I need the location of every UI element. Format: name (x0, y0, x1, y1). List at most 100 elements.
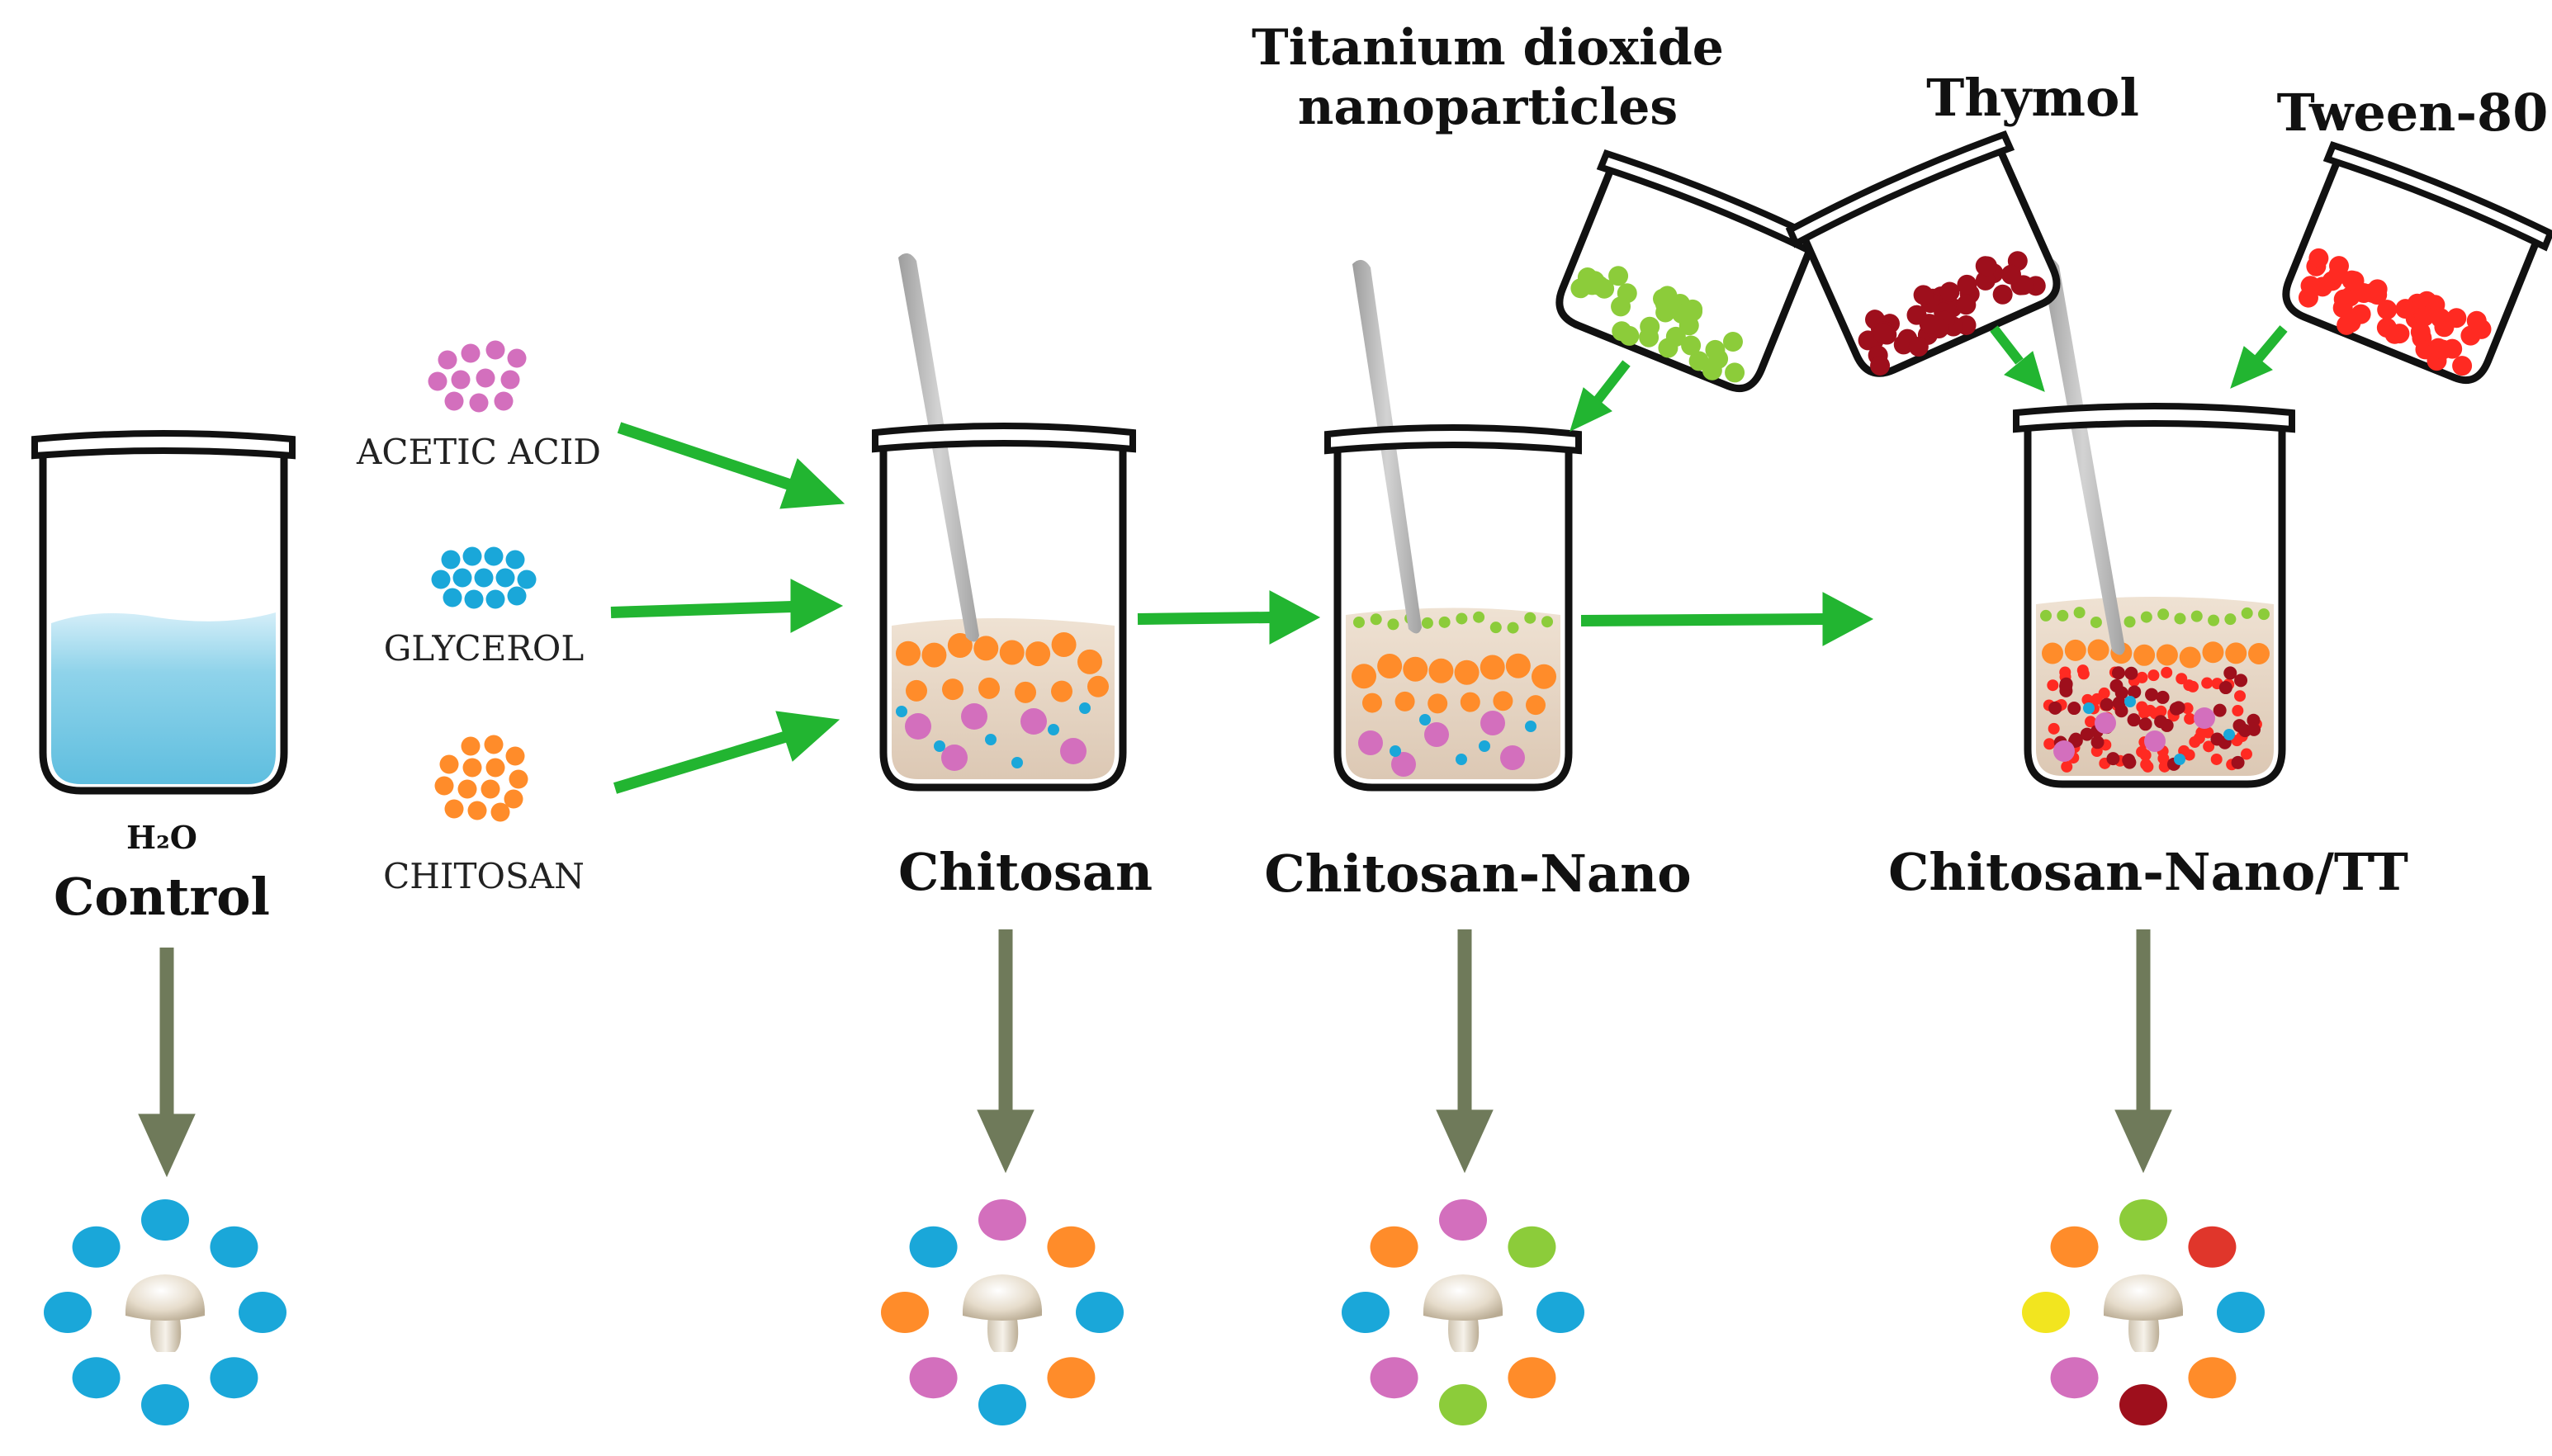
thymol-particle (1975, 270, 1996, 291)
titanium-dioxide-particle (2057, 609, 2069, 622)
chitosan-nano-tt-label: Chitosan-Nano/TT (1888, 842, 2408, 902)
glycerol-particle (1479, 740, 1490, 752)
titanium-dioxide-particle (1708, 348, 1729, 369)
chitosan-ring-dot (1370, 1226, 1418, 1268)
acetic-acid-ring-dot (1439, 1199, 1487, 1241)
chitosan-ring-dot (1508, 1357, 1556, 1399)
mushroom-cap (1423, 1274, 1503, 1321)
tween-label: Tween-80 (2277, 83, 2549, 143)
beaker-rim (31, 430, 296, 460)
mushroom-cap (962, 1274, 1043, 1321)
tween-particle (2377, 300, 2398, 320)
chitosan-particle (942, 678, 964, 701)
acetic-acid-ring-dot (909, 1357, 958, 1399)
chitosan-particle (978, 677, 1000, 699)
glycerol-particle (2124, 696, 2136, 707)
acetic-acid-particle (905, 713, 931, 740)
titanium-dioxide-pour-beaker (1555, 149, 1829, 393)
chitosan-particle (434, 776, 454, 796)
mushroom-icon (1423, 1274, 1503, 1352)
acetic-acid-ring-dot (1370, 1357, 1418, 1399)
arrow-acetic-to-chitosan (617, 422, 845, 509)
thymol-label: Thymol (1926, 68, 2139, 128)
glycerol-particle (485, 589, 505, 609)
glycerol-particle (934, 740, 945, 752)
titanium-dioxide-particle (2090, 616, 2102, 628)
beaker-icon (2024, 424, 2286, 788)
h2o-label: H₂O (126, 819, 197, 856)
chitosan-particle (481, 779, 500, 799)
glycerol-particle (464, 589, 484, 609)
tween-particle (2344, 271, 2365, 291)
chitosan-nano-tt-beaker (2013, 258, 2295, 788)
chitosan-particle (999, 640, 1025, 665)
acetic-acid-label: ACETIC ACID (356, 432, 601, 472)
chitosan-particle (439, 754, 459, 774)
green-arrows (610, 325, 2288, 794)
titanium-dioxide-particle (1456, 612, 1468, 625)
tween-particle (2210, 753, 2223, 765)
titanium-dioxide-particle (1421, 617, 1433, 629)
titanium-dioxide-particle (1640, 316, 1660, 337)
acetic-acid-particle (476, 368, 495, 388)
tween-pour-beaker (2282, 141, 2552, 385)
beaker-icon (1333, 446, 1573, 792)
chitosan-particle (485, 758, 505, 778)
thymol-particle (2156, 690, 2170, 704)
chitosan-particle (1394, 691, 1415, 711)
chitosan-particle (484, 735, 504, 754)
titanium-dioxide-particle (1489, 622, 1502, 634)
chitosan-ingredient-label: CHITOSAN (383, 856, 585, 896)
glycerol-particle (443, 588, 462, 607)
glycerol-particle (474, 568, 494, 588)
mushroom-icon (2103, 1274, 2184, 1352)
thymol-particle (1893, 334, 1914, 355)
beaker-icon (879, 444, 1127, 792)
glycerol-ring-dot (2217, 1292, 2265, 1333)
glycerol-ring-dot (978, 1384, 1026, 1425)
titanium-dioxide-particle (1584, 271, 1605, 291)
thymol-particle (2231, 755, 2245, 769)
chitosan-particle (921, 642, 947, 668)
tween-particle (2308, 248, 2329, 268)
chitosan-label: Chitosan (898, 842, 1153, 902)
glycerol-particle (2174, 754, 2185, 765)
chitosan-particle (509, 769, 528, 789)
tween-particle (2048, 722, 2060, 735)
water-liquid (51, 612, 276, 784)
titanium-dioxide-particle (1657, 286, 1678, 306)
tween-particle (2136, 701, 2148, 713)
chitosan-particle (1493, 691, 1513, 711)
acetic-acid-particle (485, 340, 505, 360)
chitosan-ring-dot (1047, 1226, 1096, 1268)
acetic-acid-particle (2144, 730, 2166, 752)
thymol-particle (2122, 753, 2136, 767)
tween-particle (2184, 712, 2196, 725)
chitosan-particle (1077, 649, 1102, 674)
glycerol-particle (2223, 729, 2235, 740)
red-ring-dot (2188, 1226, 2237, 1268)
glycerol-ring-dot (909, 1226, 958, 1268)
chitosan-particle (2156, 644, 2178, 666)
acetic-acid-particle (494, 391, 514, 411)
chitosan-ring-dot (1047, 1357, 1096, 1399)
mushroom-cap (125, 1274, 206, 1321)
titanium-dioxide-particle (2224, 613, 2237, 626)
titanium-dioxide-particle (2140, 611, 2152, 623)
thymol-particle (2223, 666, 2237, 680)
tween-particle (2351, 304, 2371, 324)
glycerol-ring-dot (210, 1226, 258, 1268)
glycerol-particle (484, 546, 504, 566)
chitosan-particle (2087, 639, 2109, 661)
mixture-liquid (892, 618, 1115, 779)
glycerol-ring-dot (72, 1226, 121, 1268)
tween-particle (2076, 664, 2089, 677)
titanium-dioxide-particle (1658, 338, 1678, 358)
chitosan-particle (2133, 644, 2156, 666)
chitosan-particle (947, 633, 973, 659)
glycerol-ring-dot (210, 1357, 258, 1399)
glycerol-particle (441, 550, 461, 570)
acetic-acid-particle (1480, 711, 1505, 735)
arrow-chitosan-ingredient-to-chitosan (613, 711, 840, 794)
titanium-dioxide-particle (1725, 362, 1745, 383)
